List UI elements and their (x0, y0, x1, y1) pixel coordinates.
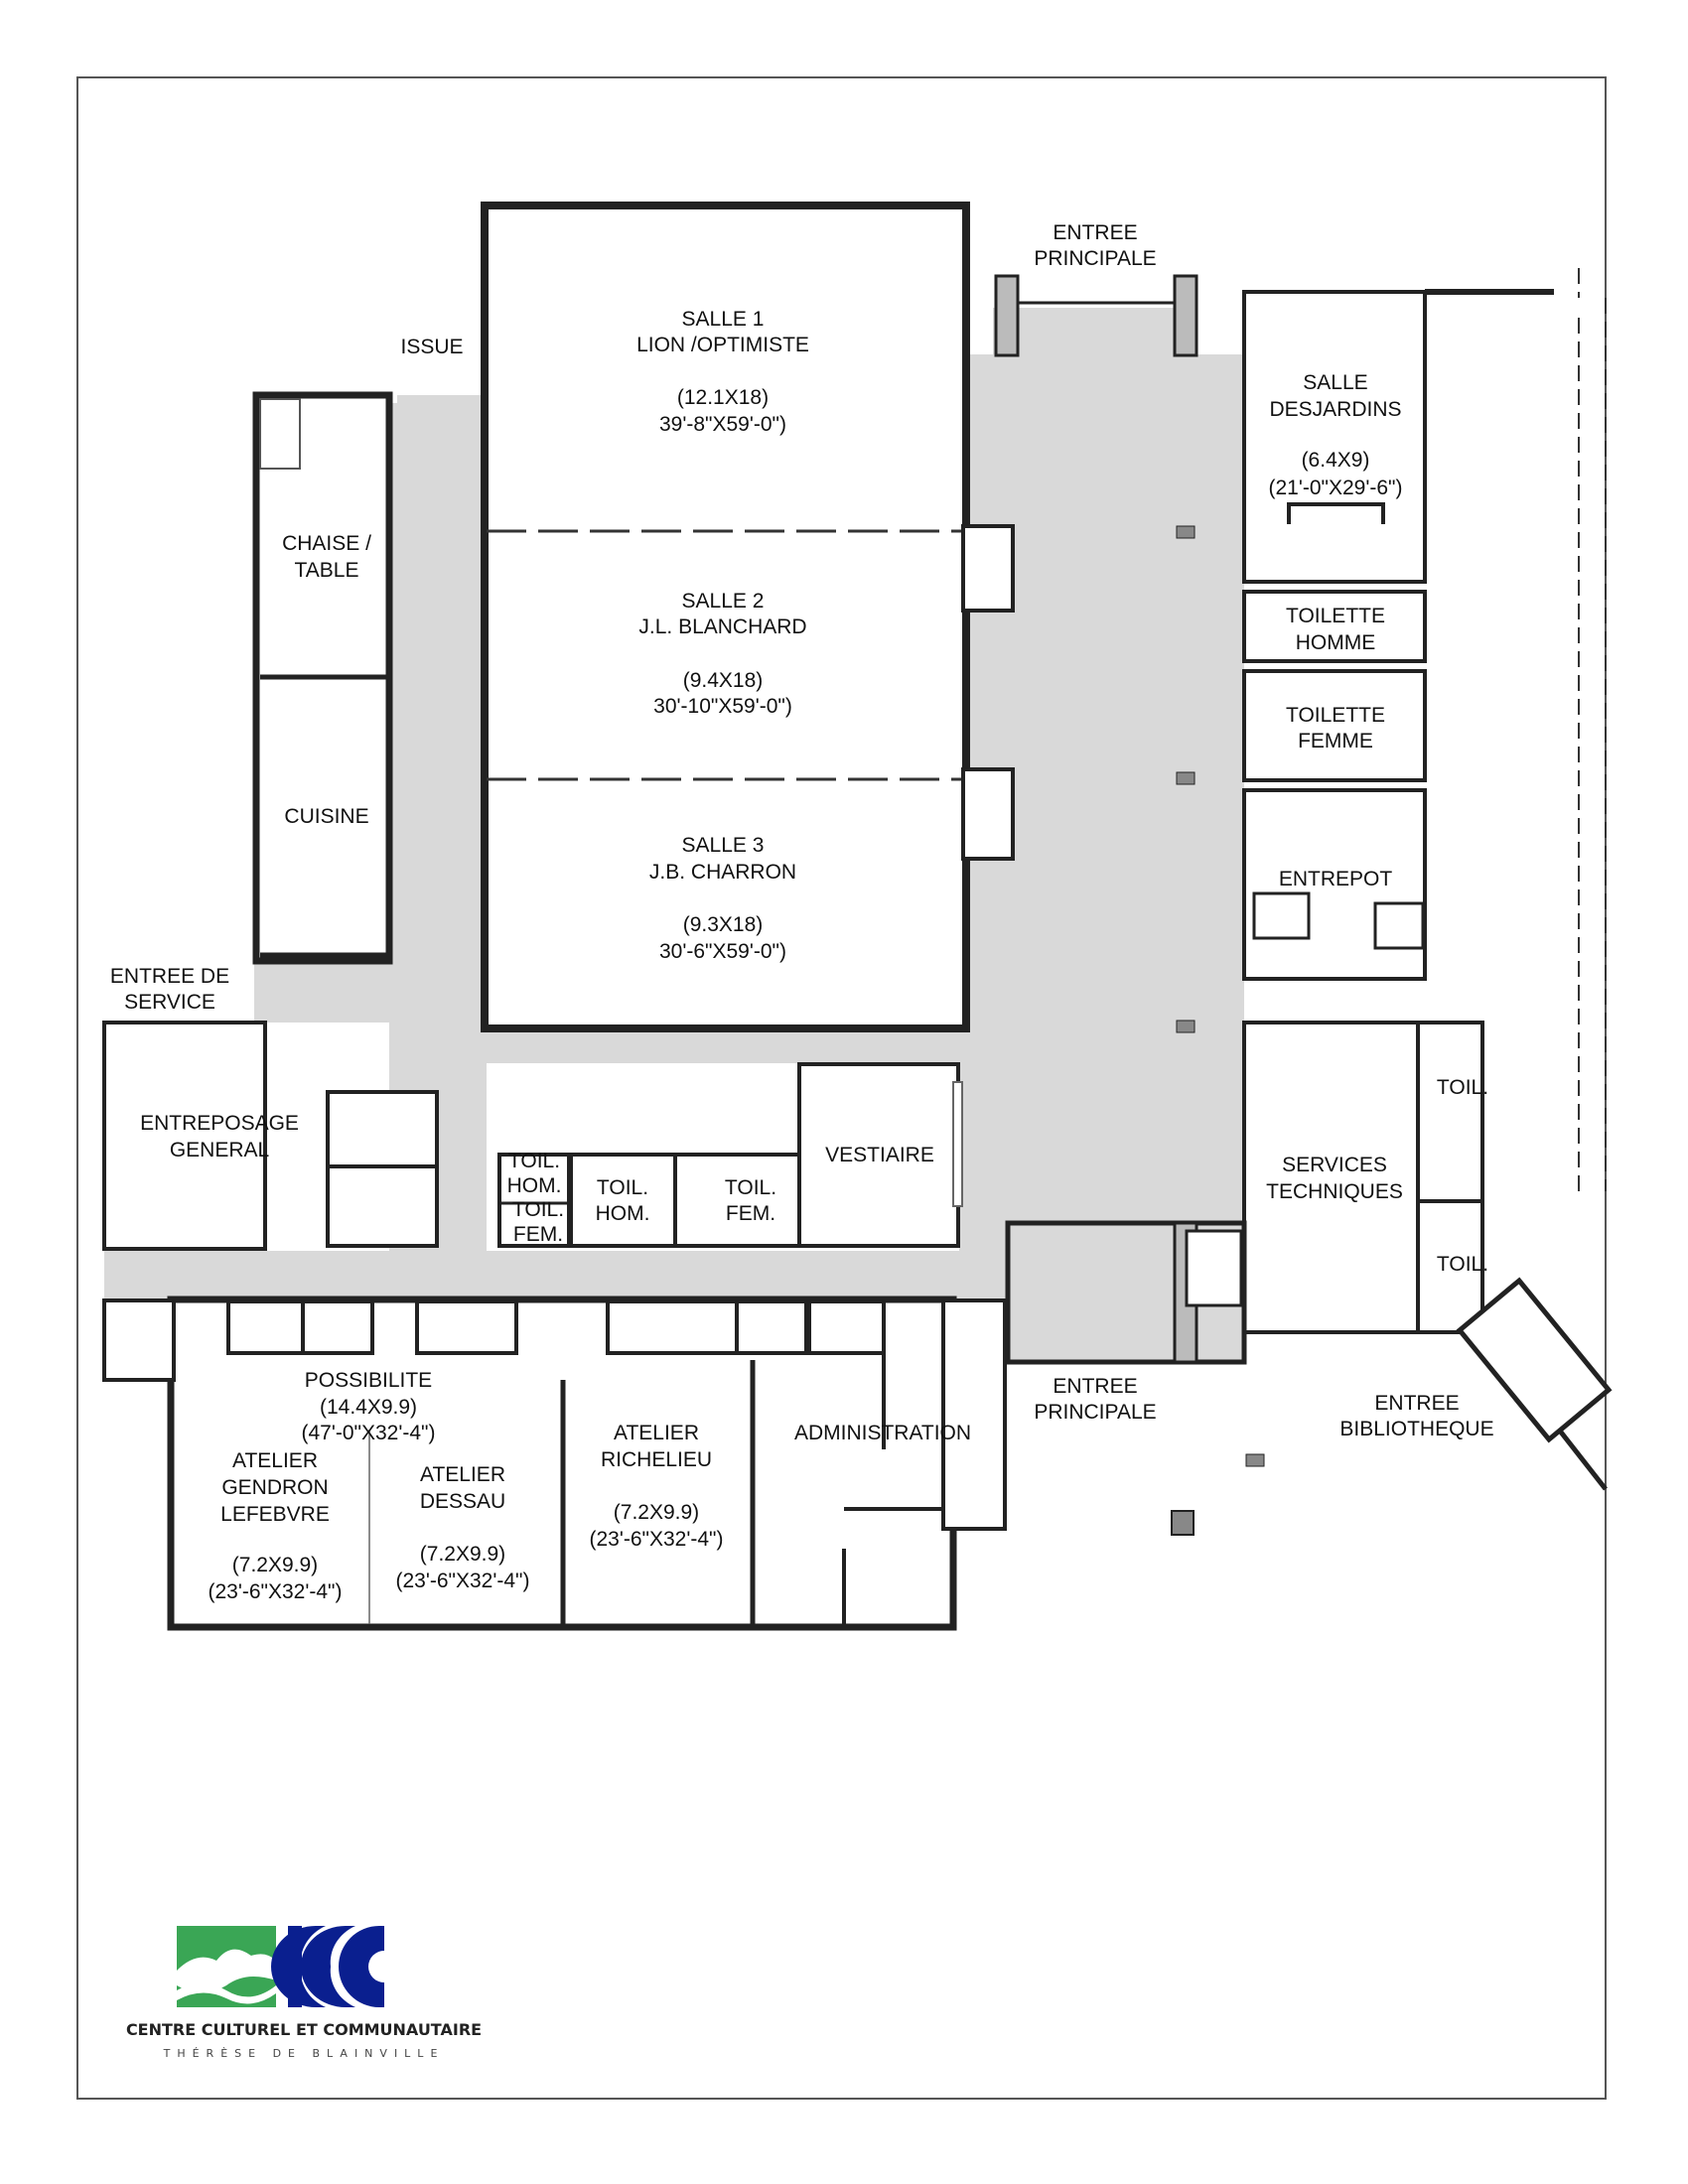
logo-text: CENTRE CULTUREL ET COMMUNAUTAIRE (126, 2020, 482, 2039)
cuisine-label: CUISINE (284, 805, 368, 828)
room-name: GENERAL (170, 1139, 269, 1161)
room-name: DESSAU (420, 1490, 505, 1513)
toil-fem: TOIL. FEM. (725, 1176, 776, 1225)
room-name: ATELIER (420, 1463, 505, 1486)
room-name: TOIL. (725, 1176, 776, 1199)
room-sub: LION /OPTIMISTE (636, 334, 809, 356)
room-imperial: (23'-6"X32'-4") (396, 1570, 530, 1592)
entree-bibliotheque: ENTREE BIBLIOTHEQUE (1339, 1392, 1493, 1440)
room-name: SALLE 1 (682, 308, 765, 331)
room-name: FEM. (513, 1223, 563, 1246)
room-metric: (12.1X18) (677, 386, 769, 409)
entree-principale-top: ENTREE PRINCIPALE (1034, 221, 1156, 270)
room-name: GENDRON (221, 1476, 328, 1499)
label: ENTREE (1053, 221, 1137, 244)
label: ENTREE (1053, 1375, 1137, 1398)
label: ENTREE (1374, 1392, 1459, 1415)
room-name: CHAISE / (282, 532, 371, 555)
room-name: TECHNIQUES (1266, 1180, 1403, 1203)
room-name: TOIL. (597, 1176, 648, 1199)
label: (14.4X9.9) (320, 1396, 417, 1419)
room-imperial: 30'-10"X59'-0") (653, 695, 792, 718)
room-name: TOIL. (512, 1198, 564, 1221)
room-imperial: (23'-6"X32'-4") (209, 1580, 343, 1603)
vestiaire-label: VESTIAIRE (825, 1144, 934, 1166)
corridors (104, 308, 1244, 1362)
toil-right-1: TOIL. (1437, 1076, 1488, 1099)
toil-fem-small: TOIL. FEM. (512, 1198, 564, 1246)
room-name: SALLE 3 (682, 834, 765, 857)
room-name: TOIL. (508, 1150, 560, 1172)
entree-principale-bottom: ENTREE PRINCIPALE (1034, 1375, 1156, 1424)
room-name: TOILETTE (1286, 704, 1385, 727)
room-name: RICHELIEU (601, 1448, 712, 1471)
room-metric: (7.2X9.9) (232, 1554, 318, 1576)
room-sub: J.L. BLANCHARD (638, 615, 806, 638)
logo: CENTRE CULTUREL ET COMMUNAUTAIRE THÉRÈSE… (126, 1926, 482, 2060)
toil-hom-small: TOIL. HOM. (507, 1150, 562, 1197)
room-metric: (7.2X9.9) (420, 1543, 505, 1566)
room-metric: (9.4X18) (683, 669, 764, 692)
label: (47'-0"X32'-4") (302, 1422, 436, 1444)
toilette-femme: TOILETTE FEMME (1286, 704, 1385, 752)
entrepot-label: ENTREPOT (1279, 868, 1393, 890)
label: ENTREE DE (110, 965, 229, 988)
salles-block (481, 202, 1015, 1032)
issue-label: ISSUE (400, 336, 463, 358)
room-name: ATELIER (614, 1422, 699, 1444)
room-name: LEFEBVRE (220, 1503, 330, 1526)
left-wing (102, 391, 439, 1251)
atelier-dessau: ATELIER DESSAU (7.2X9.9) (23'-6"X32'-4") (396, 1463, 530, 1592)
services-techniques: SERVICES TECHNIQUES (1266, 1154, 1403, 1203)
room-imperial: (23'-6"X32'-4") (590, 1528, 724, 1551)
right-rooms (1176, 268, 1613, 1491)
center-rooms (497, 1062, 963, 1248)
room-name: HOM. (596, 1202, 650, 1225)
atelier-richelieu: ATELIER RICHELIEU (7.2X9.9) (23'-6"X32'-… (590, 1422, 724, 1551)
bottom-wing (102, 1296, 1265, 1631)
salle-desjardins: SALLE DESJARDINS (6.4X9) (21'-0"X29'-6") (1269, 371, 1403, 499)
room-imperial: 30'-6"X59'-0") (659, 940, 786, 963)
room-imperial: (21'-0"X29'-6") (1269, 477, 1403, 499)
room-name: SALLE (1303, 371, 1367, 394)
atelier-gendron-lefebvre: ATELIER GENDRON LEFEBVRE (7.2X9.9) (23'-… (209, 1449, 343, 1603)
label: PRINCIPALE (1034, 1401, 1156, 1424)
room-name: DESJARDINS (1269, 398, 1401, 421)
room-name: HOMME (1296, 631, 1376, 654)
possibilite: POSSIBILITE (14.4X9.9) (47'-0"X32'-4") (302, 1369, 436, 1444)
room-name: SERVICES (1282, 1154, 1387, 1176)
room-name: ENTREPOSAGE (140, 1112, 299, 1135)
label: BIBLIOTHEQUE (1339, 1418, 1493, 1440)
room-name: HOM. (507, 1174, 562, 1197)
room-name: ATELIER (232, 1449, 318, 1472)
toilette-homme: TOILETTE HOMME (1286, 605, 1385, 654)
entree-de-service: ENTREE DE SERVICE (110, 965, 229, 1014)
room-metric: (6.4X9) (1302, 449, 1370, 472)
label: SERVICE (124, 991, 215, 1014)
salle-1: SALLE 1 LION /OPTIMISTE (12.1X18) 39'-8"… (636, 308, 809, 436)
chaise-table: CHAISE / TABLE (282, 532, 371, 582)
room-name: TOILETTE (1286, 605, 1385, 627)
room-sub: J.B. CHARRON (649, 861, 796, 884)
room-metric: (9.3X18) (683, 913, 764, 936)
entrance-vestibules (994, 274, 1247, 1365)
salle-2: SALLE 2 J.L. BLANCHARD (9.4X18) 30'-10"X… (638, 590, 806, 718)
toil-right-2: TOIL. (1437, 1253, 1488, 1276)
toil-hom: TOIL. HOM. (596, 1176, 650, 1225)
room-metric: (7.2X9.9) (614, 1501, 699, 1524)
administration-label: ADMINISTRATION (794, 1422, 971, 1444)
room-name: FEMME (1298, 730, 1373, 752)
salle-3: SALLE 3 J.B. CHARRON (9.3X18) 30'-6"X59'… (649, 834, 796, 963)
entreposage-general: ENTREPOSAGE GENERAL (140, 1112, 299, 1161)
label: PRINCIPALE (1034, 247, 1156, 270)
label: POSSIBILITE (305, 1369, 432, 1392)
room-name: FEM. (726, 1202, 775, 1225)
logo-subtext: THÉRÈSE DE BLAINVILLE (163, 2047, 445, 2060)
room-name: SALLE 2 (682, 590, 765, 613)
room-imperial: 39'-8"X59'-0") (659, 413, 786, 436)
room-name: TABLE (295, 559, 359, 582)
